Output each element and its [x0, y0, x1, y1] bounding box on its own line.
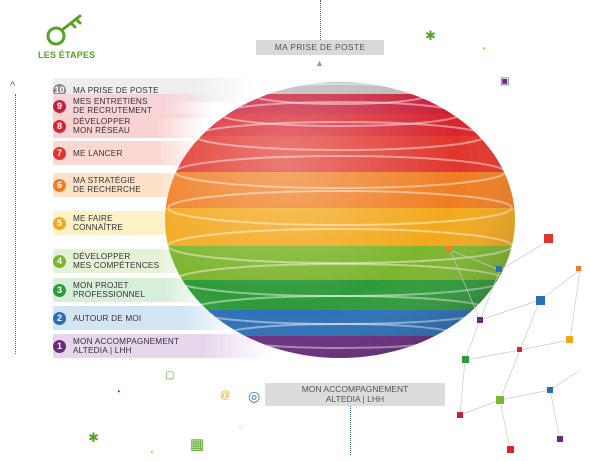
- step-number: 9: [53, 99, 66, 113]
- bottom-step-box: MON ACCOMPAGNEMENT ALTEDIA | LHH: [265, 383, 445, 406]
- sparkle-icon: ✱: [88, 430, 99, 445]
- step-number: 2: [53, 311, 66, 325]
- step-number: 8: [53, 119, 66, 133]
- sparkle-icon: ✱: [425, 28, 436, 43]
- network-graph: [446, 234, 581, 453]
- top-dotted-line: [320, 0, 321, 40]
- clock-icon: ◔: [480, 44, 487, 55]
- left-dotted-line: [15, 94, 16, 354]
- step-number: 1: [53, 339, 66, 353]
- bottom-dotted-line: [350, 405, 351, 455]
- target-icon: ◎: [248, 388, 261, 404]
- top-step-box: MA PRISE DE POSTE: [256, 40, 384, 55]
- key-icon: [46, 14, 82, 46]
- lightbulb-icon: ◌: [238, 422, 244, 433]
- logo-label: LES ÉTAPES: [38, 50, 96, 60]
- clock-icon: ◔: [115, 387, 122, 398]
- step-label: MA PRISE DE POSTE: [73, 85, 159, 95]
- step-7[interactable]: 7 ME LANCER: [53, 141, 203, 165]
- step-number: 7: [53, 146, 66, 160]
- clock-icon: ◔: [148, 448, 155, 459]
- at-icon: @: [220, 390, 231, 401]
- up-arrow-icon: ▲: [315, 58, 324, 68]
- step-number: 5: [53, 216, 66, 230]
- chevron-up-icon: ^: [10, 80, 16, 92]
- step-label: ME LANCER: [73, 148, 123, 158]
- document-icon: ▢: [165, 370, 175, 381]
- step-label: AUTOUR DE MOI: [73, 313, 142, 323]
- calendar-icon: ▣: [500, 76, 510, 87]
- calendar-icon: ▦: [190, 436, 205, 453]
- step-number: 4: [53, 254, 66, 268]
- step-number: 6: [53, 178, 66, 192]
- striped-sphere: [165, 82, 515, 358]
- step-2[interactable]: 2 AUTOUR DE MOI: [53, 306, 238, 330]
- step-number: 3: [53, 283, 66, 297]
- step-number: 10: [53, 83, 66, 97]
